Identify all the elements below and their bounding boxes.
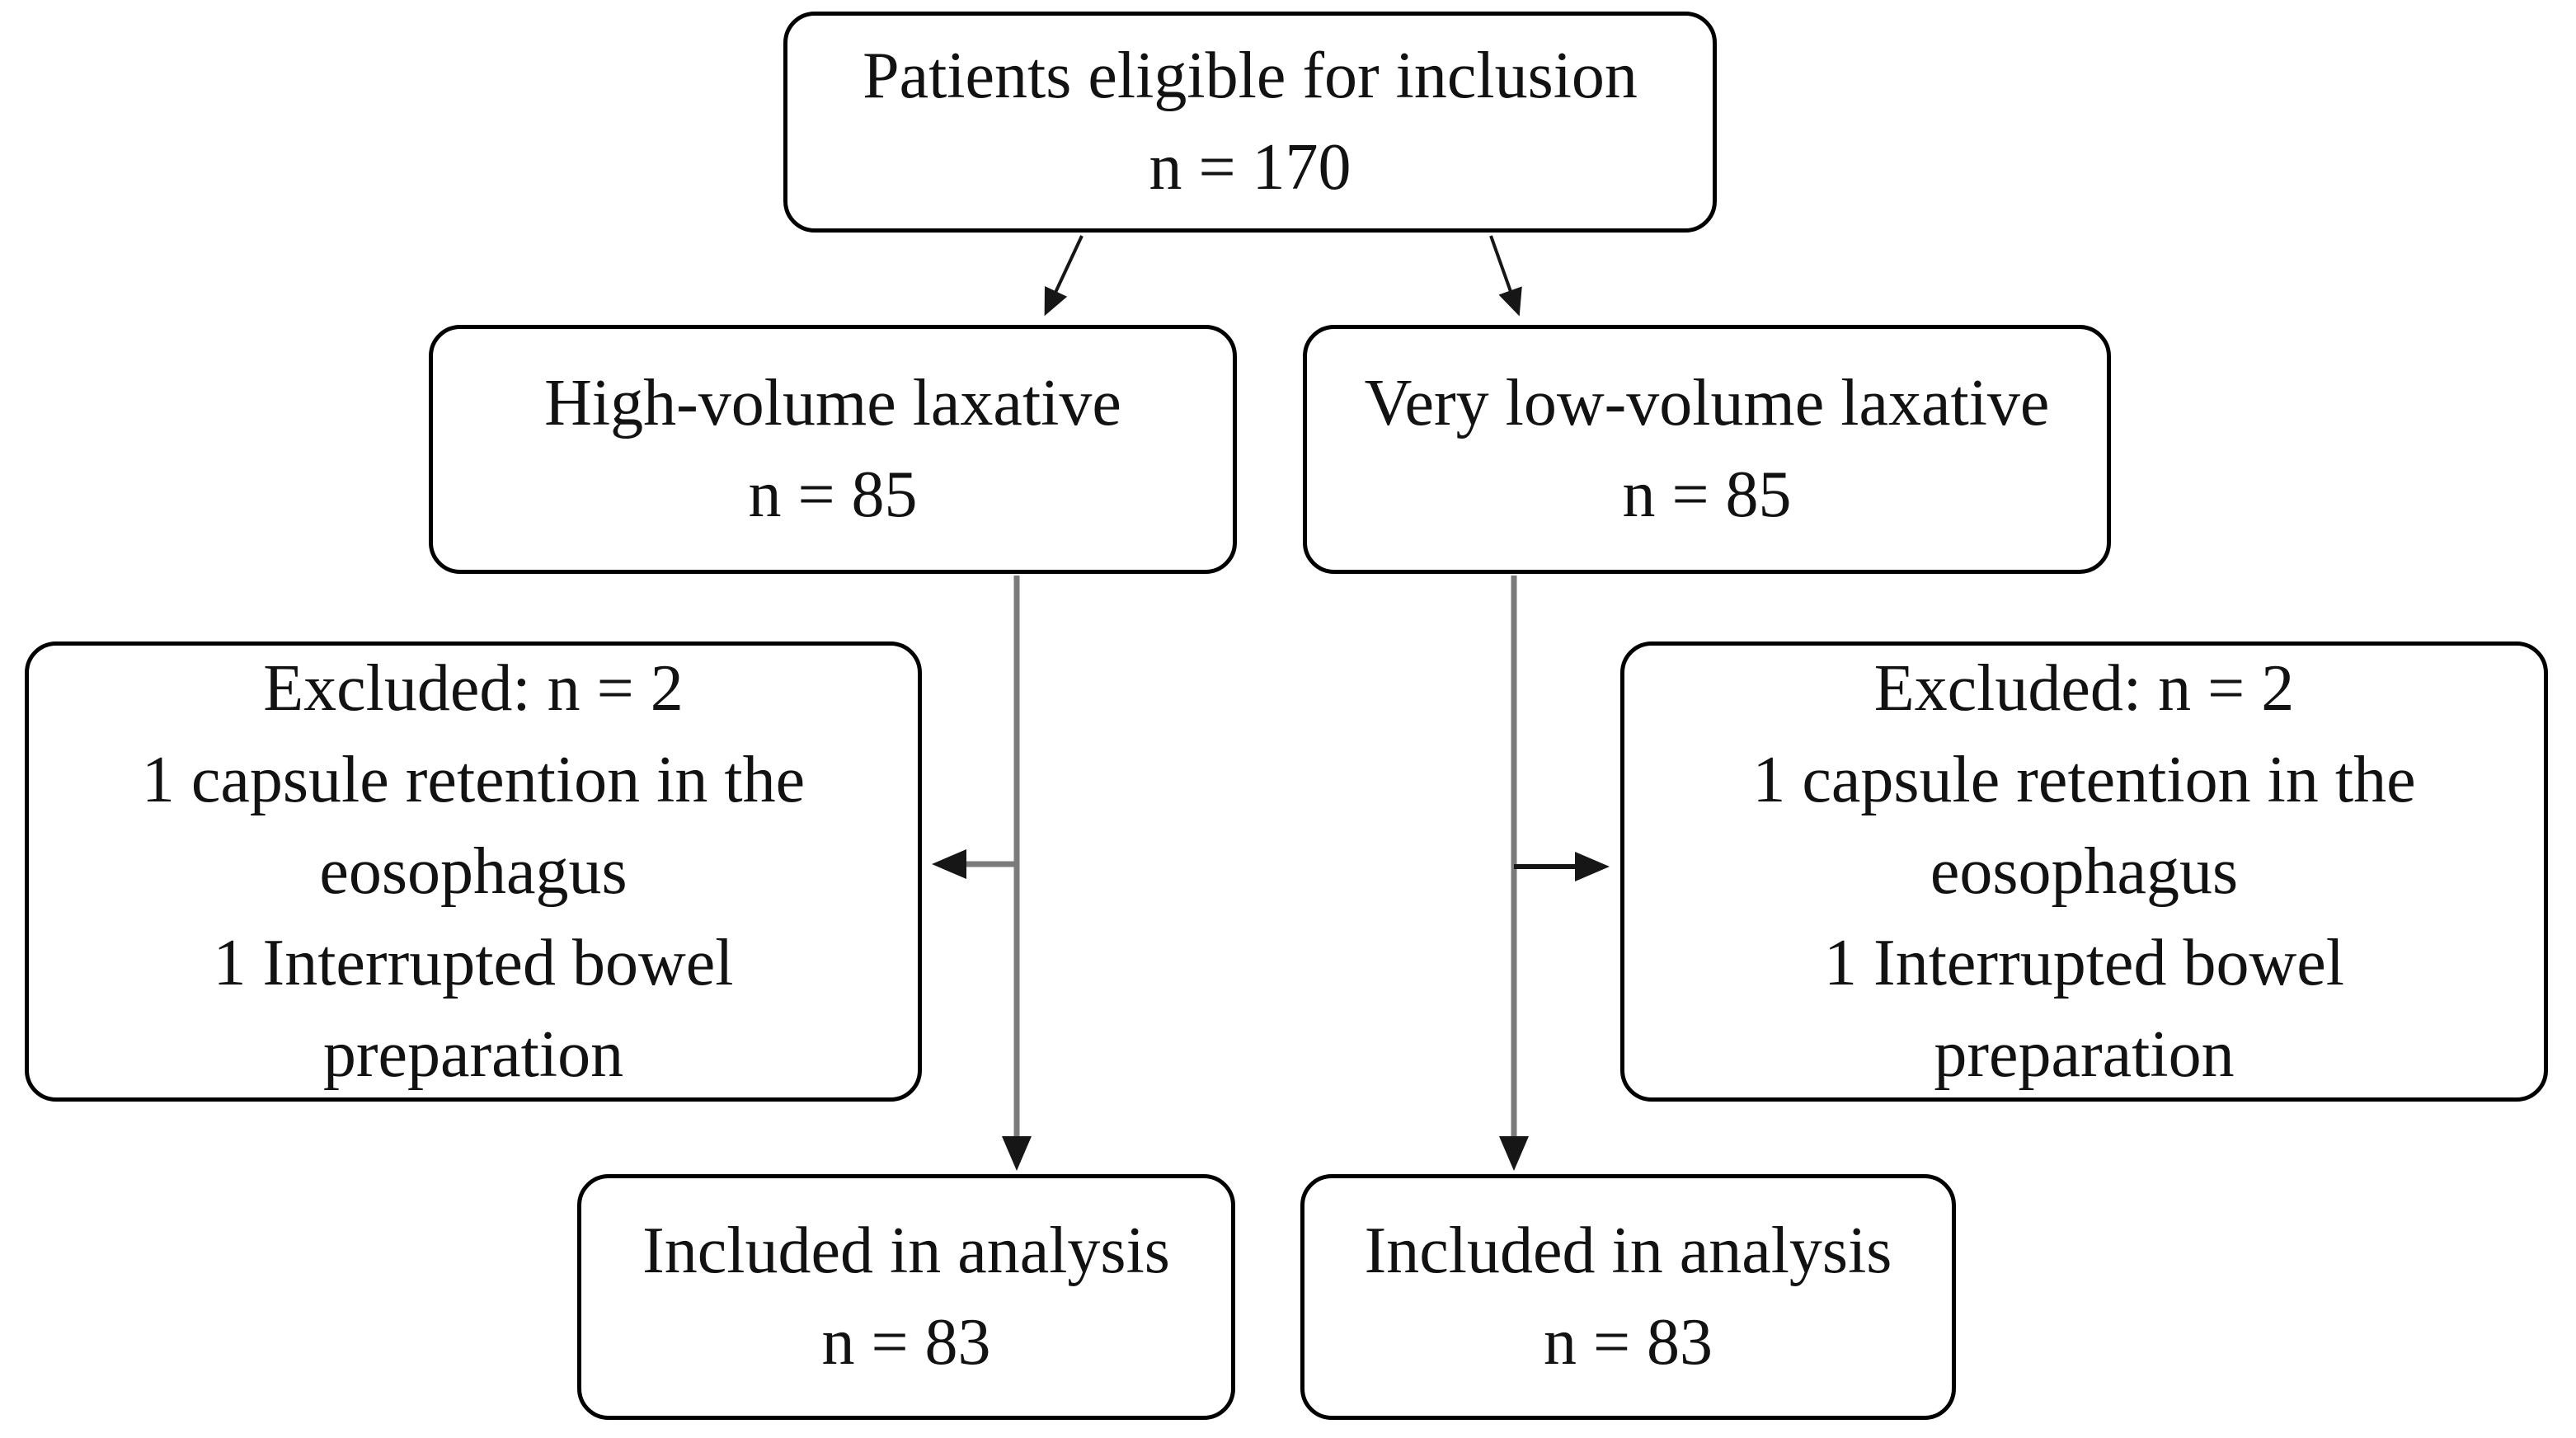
node-high-volume-laxative: High-volume laxative n = 85 (429, 325, 1237, 574)
node-count: n = 83 (821, 1306, 991, 1379)
node-line: eosophagus (319, 834, 628, 908)
node-very-low-volume-laxative: Very low-volume laxative n = 85 (1303, 325, 2111, 574)
node-line: 1 capsule retention in the (1752, 743, 2416, 816)
node-line: Included in analysis (642, 1215, 1170, 1287)
node-line: preparation (1934, 1017, 2235, 1091)
node-line: 1 capsule retention in the (141, 743, 806, 816)
node-count: n = 83 (1543, 1306, 1713, 1379)
node-excluded-very-low-volume: Excluded: n = 2 1 capsule retention in t… (1620, 641, 2548, 1102)
arrow-eligible-to-high-volume (1044, 235, 1084, 317)
node-count: n = 85 (1622, 458, 1792, 531)
node-line: Very low-volume laxative (1364, 367, 2050, 439)
node-included-analysis-very-low-volume: Included in analysis n = 83 (1300, 1174, 1956, 1420)
arrow-eligible-to-very-low-volume (1489, 235, 1522, 317)
node-line: Included in analysis (1364, 1215, 1892, 1287)
node-line: High-volume laxative (544, 367, 1121, 439)
node-line: 1 Interrupted bowel (1824, 926, 2344, 999)
node-line: eosophagus (1930, 834, 2239, 908)
node-excluded-high-volume: Excluded: n = 2 1 capsule retention in t… (25, 641, 922, 1102)
node-count: n = 85 (748, 458, 918, 531)
node-line: 1 Interrupted bowel (213, 926, 734, 999)
node-count: n = 170 (1149, 131, 1351, 204)
node-patients-eligible: Patients eligible for inclusion n = 170 (783, 12, 1717, 233)
node-line: Excluded: n = 2 (263, 651, 684, 725)
node-included-analysis-high-volume: Included in analysis n = 83 (577, 1174, 1235, 1420)
node-line: Excluded: n = 2 (1873, 651, 2295, 725)
node-line: Patients eligible for inclusion (863, 40, 1638, 112)
node-line: preparation (322, 1017, 624, 1091)
